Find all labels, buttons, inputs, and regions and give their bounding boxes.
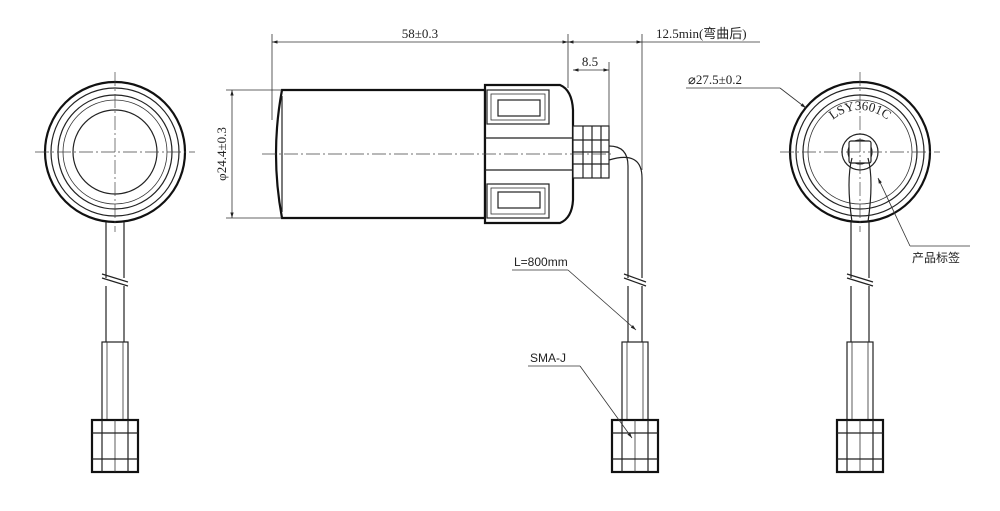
side-sma-connector bbox=[610, 341, 660, 474]
callout-product-label: 产品标签 bbox=[877, 177, 970, 265]
dim-nut-length-label: 8.5 bbox=[582, 54, 598, 69]
dim-body-length-label: 58±0.3 bbox=[402, 26, 438, 41]
callout-connector-label: SMA-J bbox=[530, 351, 566, 365]
dim-base-diameter: ⌀27.5±0.2 bbox=[686, 72, 807, 109]
side-view-body bbox=[262, 83, 612, 225]
dim-body-diameter: φ24.4±0.3 bbox=[214, 89, 282, 219]
dim-body-length: 58±0.3 bbox=[271, 26, 569, 120]
dim-bend-clearance-label: 12.5min(弯曲后) bbox=[656, 26, 747, 41]
dim-nut-length: 8.5 bbox=[573, 54, 610, 130]
callout-cable-length-label: L=800mm bbox=[514, 255, 568, 269]
callout-cable-length: L=800mm bbox=[512, 255, 637, 331]
dim-bend-clearance: 12.5min(弯曲后) bbox=[568, 26, 760, 170]
right-cable bbox=[846, 222, 874, 342]
dim-body-diameter-label: φ24.4±0.3 bbox=[214, 127, 229, 181]
callout-connector: SMA-J bbox=[528, 351, 633, 439]
right-end-view: LSY3601C bbox=[780, 72, 940, 232]
callout-product-label-label: 产品标签 bbox=[912, 250, 960, 265]
left-cable bbox=[101, 222, 129, 342]
side-cable bbox=[608, 145, 647, 342]
left-end-view bbox=[35, 72, 195, 232]
right-sma-connector bbox=[835, 341, 885, 474]
left-sma-connector bbox=[90, 341, 140, 474]
dim-base-diameter-label: ⌀27.5±0.2 bbox=[688, 72, 742, 87]
